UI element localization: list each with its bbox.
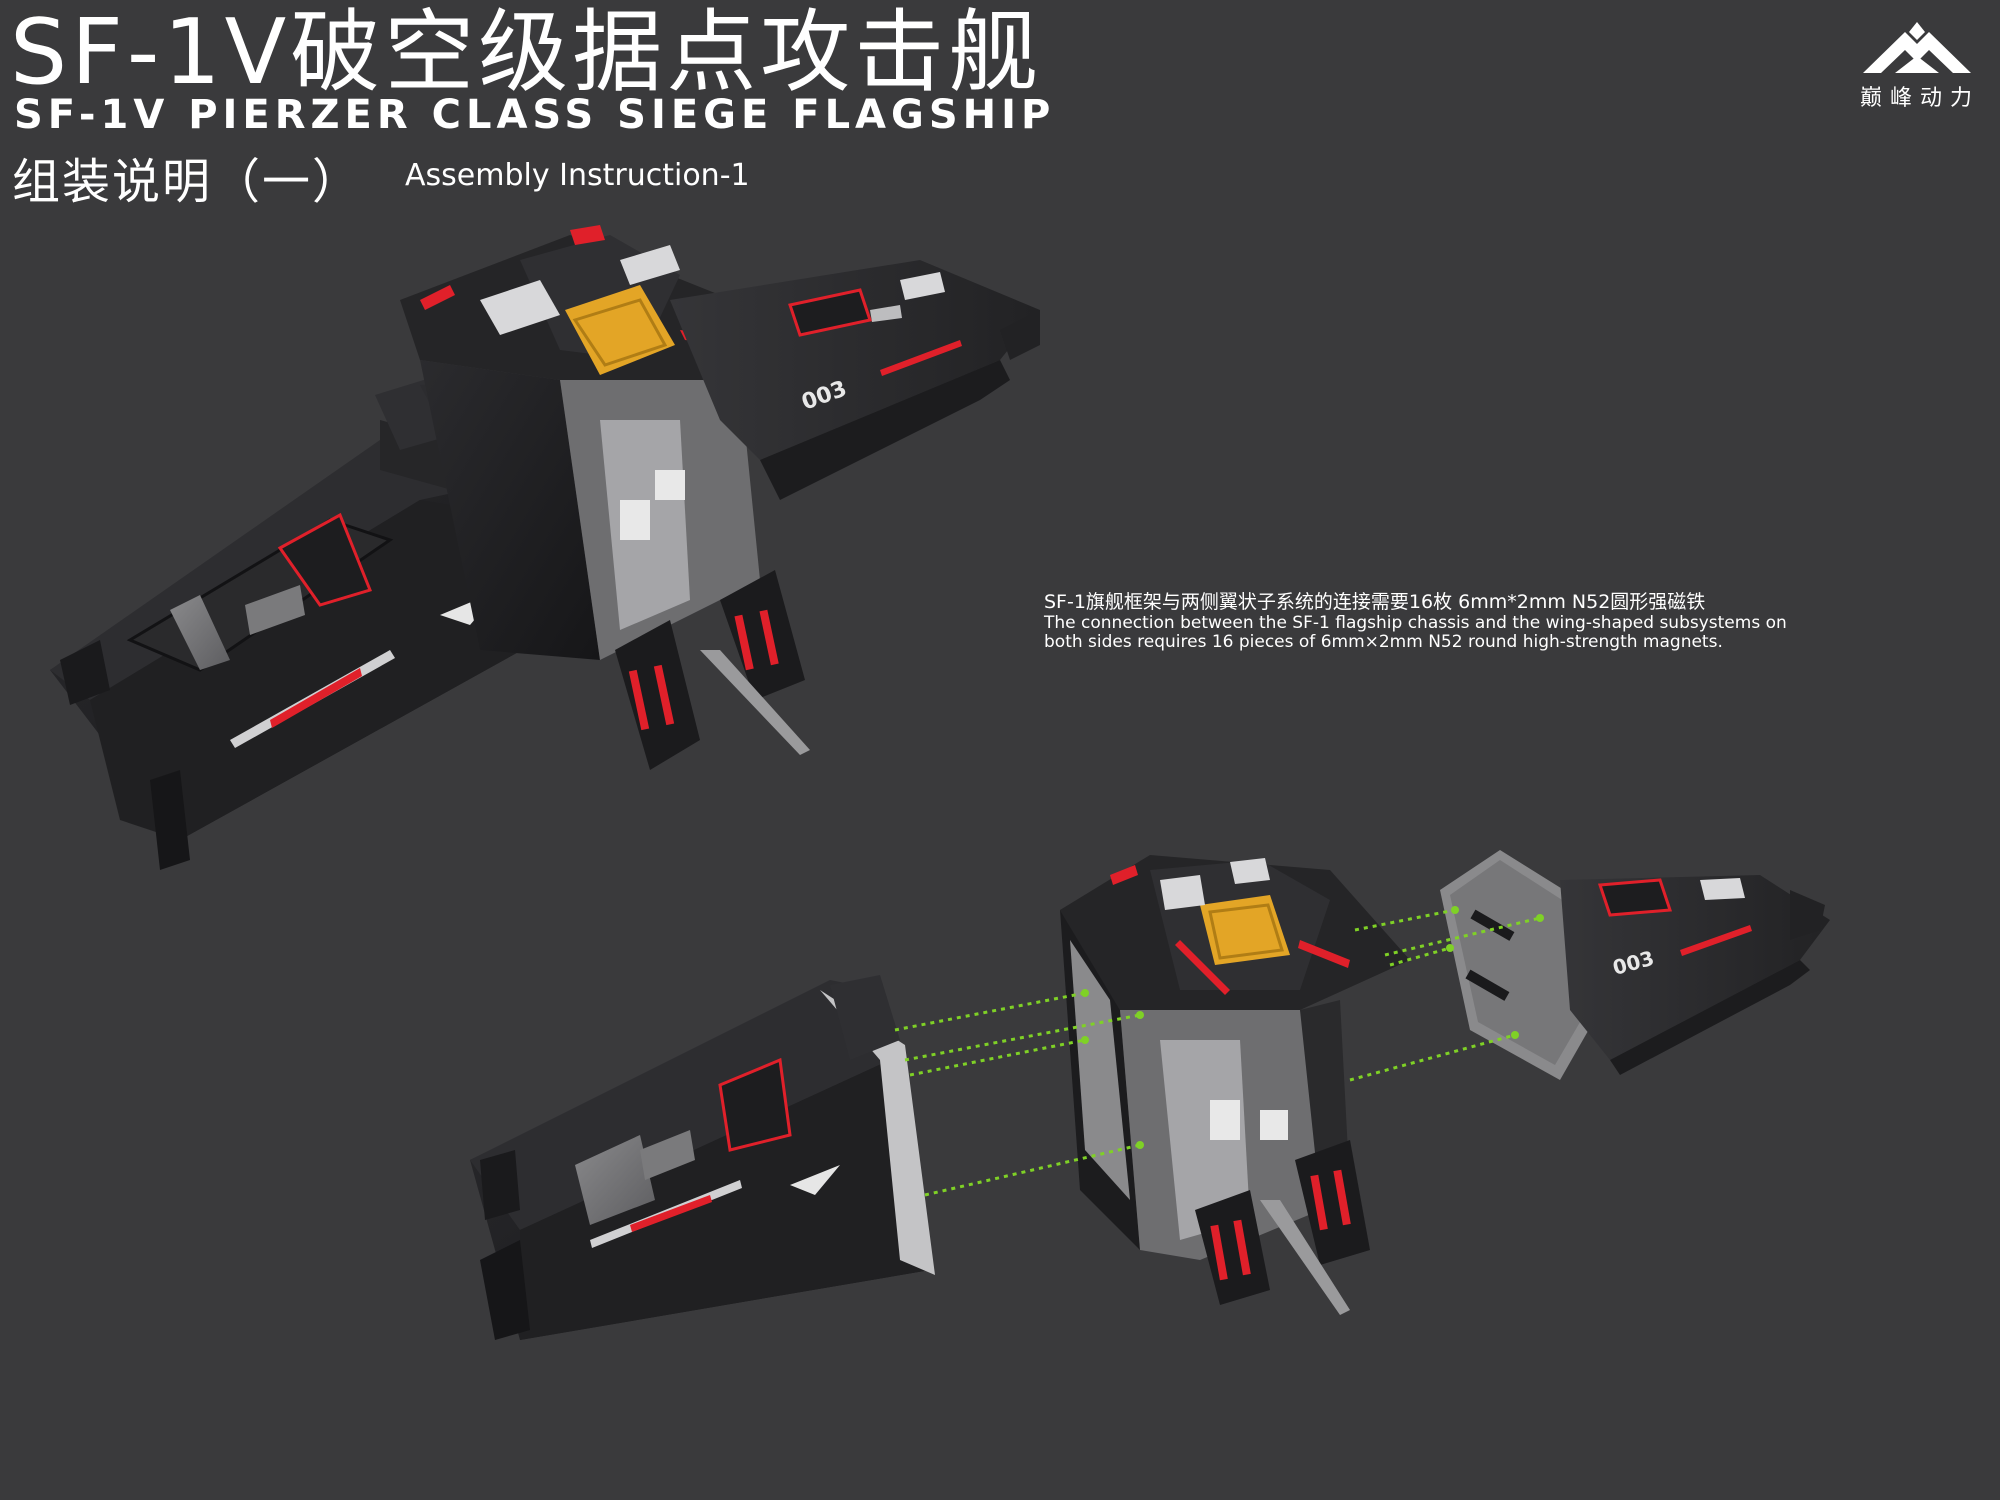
magnet-guide-lines [894,908,1541,1197]
brand-name: 巅峰动力 [1859,86,1980,111]
magnet-note-cn: SF-1旗舰框架与两侧翼状子系统的连接需要16枚 6mm*2mm N52圆形强磁… [1044,591,1706,613]
assembled-core [400,225,810,770]
subtitle-cn: 组装说明（一） [12,154,363,210]
magnet-point [1451,906,1459,914]
magnet-point [1081,1036,1089,1044]
magnet-points [1081,906,1544,1149]
assembled-ship: 003 [50,225,1040,870]
exploded-core [1060,855,1410,1315]
magnet-point [1081,989,1089,997]
magnet-point [1446,944,1454,952]
magnet-point [1511,1031,1519,1039]
magnet-line [1354,908,1456,932]
magnet-note-en: The connection between the SF-1 flagship… [1044,613,1787,652]
title-en: SF-1V PIERZER CLASS SIEGE FLAGSHIP [14,92,1056,138]
magnet-point [1536,914,1544,922]
magnet-line [904,1013,1141,1062]
assembled-right-wing: 003 [670,260,1040,500]
magnet-line [924,1143,1141,1197]
magnet-point [1136,1141,1144,1149]
magnet-line [894,991,1086,1032]
brand-logo-icon [1863,22,1971,73]
magnet-line [1389,946,1451,967]
magnet-line [1349,1033,1516,1082]
title-cn: SF-1V破空级据点攻击舰 [10,0,1043,105]
exploded-view: 003 [470,850,1830,1340]
magnet-point [1136,1011,1144,1019]
magnet-line [909,1038,1086,1077]
exploded-right-wing: 003 [1440,850,1830,1080]
subtitle-en: Assembly Instruction-1 [405,158,750,193]
exploded-left-wing [470,975,935,1340]
magnet-note: SF-1旗舰框架与两侧翼状子系统的连接需要16枚 6mm*2mm N52圆形强磁… [1044,590,1804,652]
